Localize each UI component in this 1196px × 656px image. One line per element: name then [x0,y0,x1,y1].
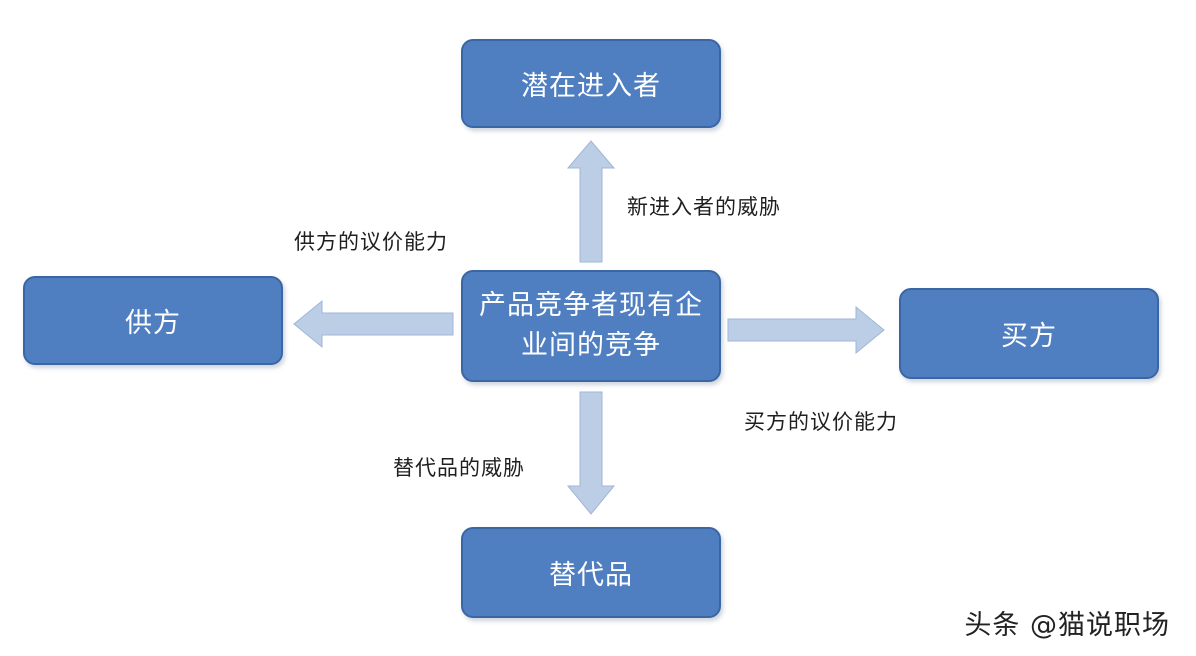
node-potential-entrants: 潜在进入者 [461,39,721,128]
node-substitutes: 替代品 [461,527,721,618]
node-buyers-label: 买方 [1001,321,1057,352]
node-center-competition: 产品竞争者现有企 业间的竞争 [461,270,721,382]
node-center-label: 产品竞争者现有企 业间的竞争 [479,290,703,361]
label-substitute-threat: 替代品的威胁 [393,456,525,480]
node-suppliers: 供方 [23,276,283,365]
arrow-right-to-buyers [727,305,885,355]
node-buyers: 买方 [899,288,1159,379]
label-buyer-power: 买方的议价能力 [744,410,898,434]
node-potential-entrants-label: 潜在进入者 [521,71,661,102]
label-supplier-power: 供方的议价能力 [294,230,448,254]
arrow-down-to-substitutes [566,391,616,515]
label-new-entrant-threat: 新进入者的威胁 [627,195,781,219]
arrow-up-to-entrants [566,140,616,263]
node-substitutes-label: 替代品 [549,560,633,591]
arrow-left-to-suppliers [293,299,454,349]
watermark: 头条 @猫说职场 [964,610,1170,641]
node-suppliers-label: 供方 [125,308,181,339]
